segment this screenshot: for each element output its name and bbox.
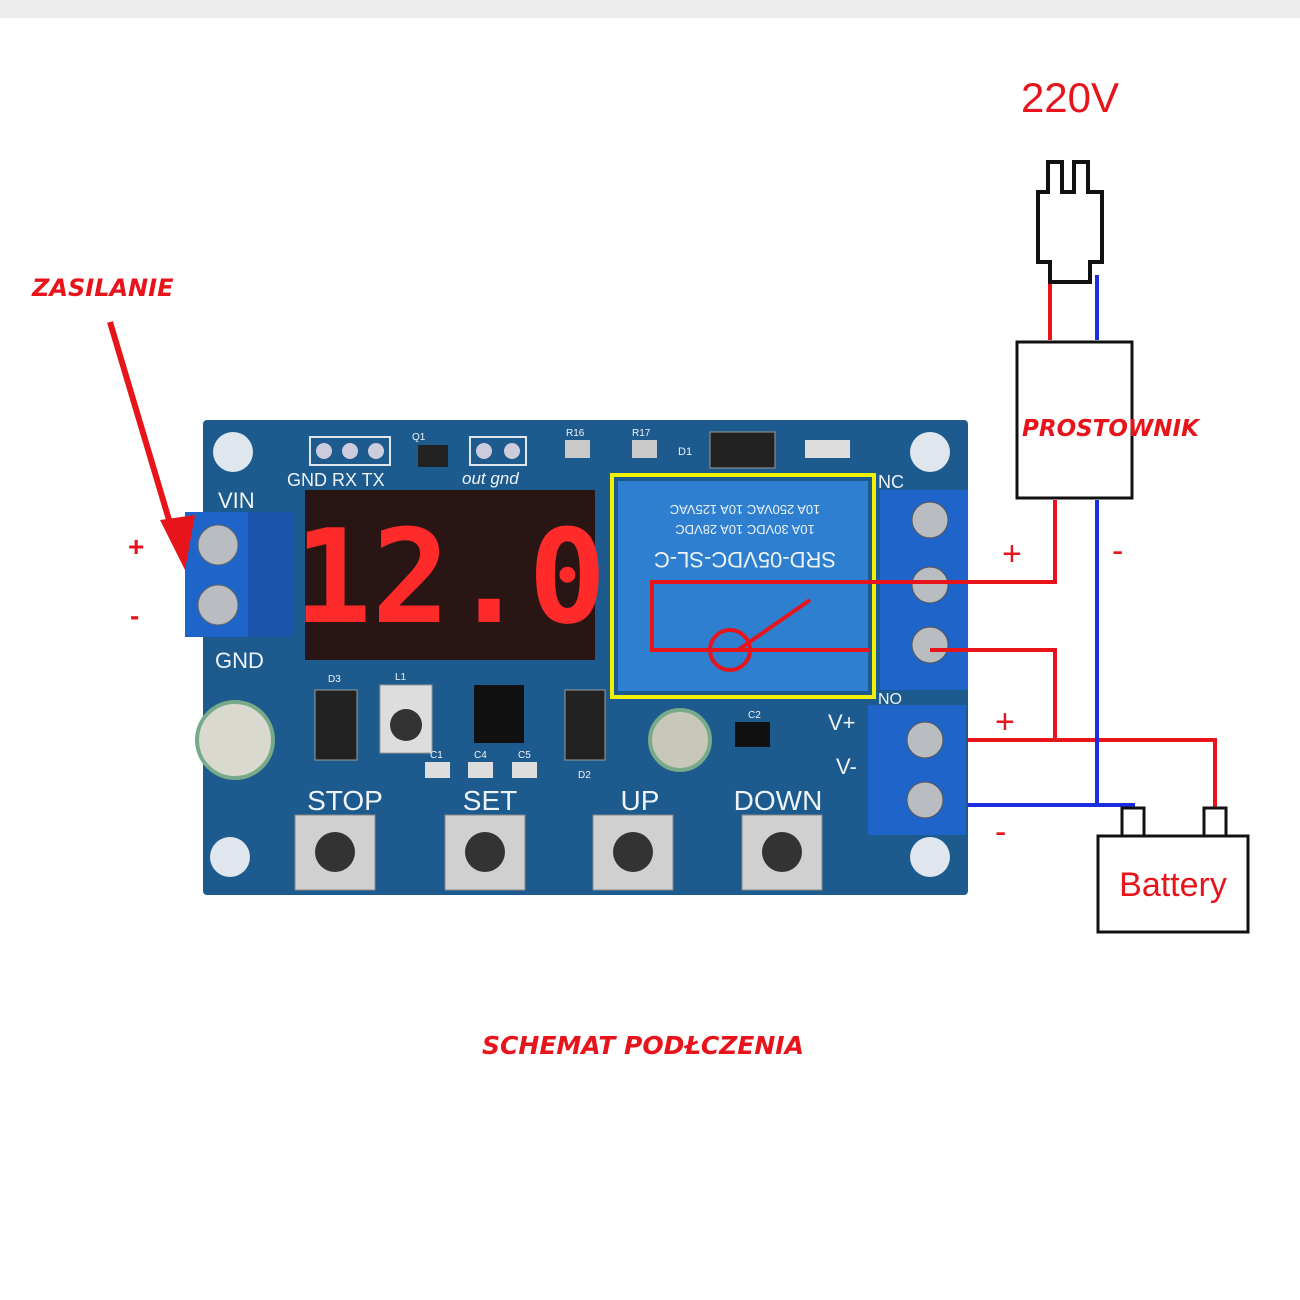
relay-rating-2: 10A 250VAC 10A 125VAC bbox=[670, 502, 821, 517]
c1-label: C1 bbox=[430, 750, 443, 761]
c4-label: C4 bbox=[474, 750, 487, 761]
button-down-label: DOWN bbox=[734, 785, 823, 816]
v-minus-label: V- bbox=[836, 754, 857, 779]
relay bbox=[618, 481, 868, 691]
battery: Battery bbox=[1096, 806, 1250, 934]
rectifier-plus-label: + bbox=[1002, 535, 1022, 573]
relay-highlight bbox=[610, 473, 876, 699]
button-stop-label: STOP bbox=[307, 785, 383, 816]
capacitor bbox=[195, 700, 275, 780]
gnd-label: GND bbox=[215, 648, 264, 673]
battery-label: Battery bbox=[1119, 866, 1227, 904]
power-label: ZASILANIE bbox=[31, 274, 174, 302]
display-value: 12.0 bbox=[293, 501, 606, 653]
input-minus-label: - bbox=[130, 600, 139, 631]
button-set[interactable]: SET bbox=[444, 785, 526, 891]
no-contact-highlight bbox=[708, 628, 752, 672]
power-arrow bbox=[107, 321, 195, 570]
c5-label: C5 bbox=[518, 750, 531, 761]
button-up-label: UP bbox=[621, 785, 660, 816]
d3-label: D3 bbox=[328, 674, 341, 685]
rectifier-label: PROSTOWNIK bbox=[1022, 416, 1201, 442]
diode-d2 bbox=[564, 689, 606, 761]
transistor-q1 bbox=[418, 445, 448, 467]
button-up[interactable]: UP bbox=[592, 785, 674, 891]
header-pins-label: GND RX TX bbox=[287, 470, 385, 490]
diagram-title: SCHEMAT PODŁCZENIA bbox=[482, 1031, 804, 1060]
pcb-board: GND RX TX out gnd Q1 R16 R17 D1 VIN GND … bbox=[185, 420, 968, 895]
top-bar bbox=[0, 0, 1300, 18]
plug-icon bbox=[1036, 160, 1104, 284]
cap-c4 bbox=[468, 762, 493, 778]
out-pins-label: out gnd bbox=[462, 469, 519, 488]
q1-label: Q1 bbox=[412, 432, 426, 443]
battery-plus-wire-label: + bbox=[995, 703, 1015, 741]
r16-label: R16 bbox=[566, 428, 585, 439]
d2-label: D2 bbox=[578, 770, 591, 781]
button-set-label: SET bbox=[463, 785, 517, 816]
r17-label: R17 bbox=[632, 428, 651, 439]
d1-label: D1 bbox=[678, 446, 692, 458]
wire-battery-positive bbox=[968, 738, 1217, 808]
mount-hole bbox=[210, 837, 250, 877]
ic-chip bbox=[474, 685, 524, 743]
l1-label: L1 bbox=[395, 672, 407, 683]
mount-hole bbox=[213, 432, 253, 472]
smd-led bbox=[805, 440, 850, 458]
mains-label: 220V bbox=[1021, 74, 1119, 121]
capacitor-small bbox=[648, 708, 712, 772]
button-down[interactable]: DOWN bbox=[734, 785, 823, 891]
relay-model: SRD-05VDC-SL-C bbox=[654, 547, 836, 572]
button-stop[interactable]: STOP bbox=[294, 785, 383, 891]
resistor-r17 bbox=[632, 440, 657, 458]
v-plus-label: V+ bbox=[828, 710, 856, 735]
mount-hole bbox=[910, 432, 950, 472]
wires bbox=[650, 275, 1217, 808]
vin-label: VIN bbox=[218, 488, 255, 513]
resistor-r16 bbox=[565, 440, 590, 458]
cap-c1 bbox=[425, 762, 450, 778]
led-display bbox=[305, 490, 595, 660]
relay-rating-1: 10A 30VDC 10A 28VDC bbox=[675, 522, 814, 537]
wire-rectifier-positive-to-relay bbox=[650, 500, 1057, 652]
mount-hole bbox=[910, 837, 950, 877]
transistor bbox=[735, 722, 770, 747]
diode-d3 bbox=[314, 689, 358, 761]
c2-label: C2 bbox=[748, 710, 761, 721]
nc-label: NC bbox=[878, 472, 904, 492]
rectifier-box bbox=[1015, 340, 1134, 500]
input-plus-label: + bbox=[128, 531, 144, 562]
battery-minus-wire-label: - bbox=[995, 813, 1006, 851]
rectifier-minus-label: - bbox=[1112, 532, 1123, 570]
wire-relay-to-v-plus bbox=[930, 648, 1057, 740]
cap-c5 bbox=[512, 762, 537, 778]
inductor-l1 bbox=[379, 684, 433, 754]
no-label: NO bbox=[878, 691, 902, 708]
diode-d1 bbox=[709, 431, 776, 469]
